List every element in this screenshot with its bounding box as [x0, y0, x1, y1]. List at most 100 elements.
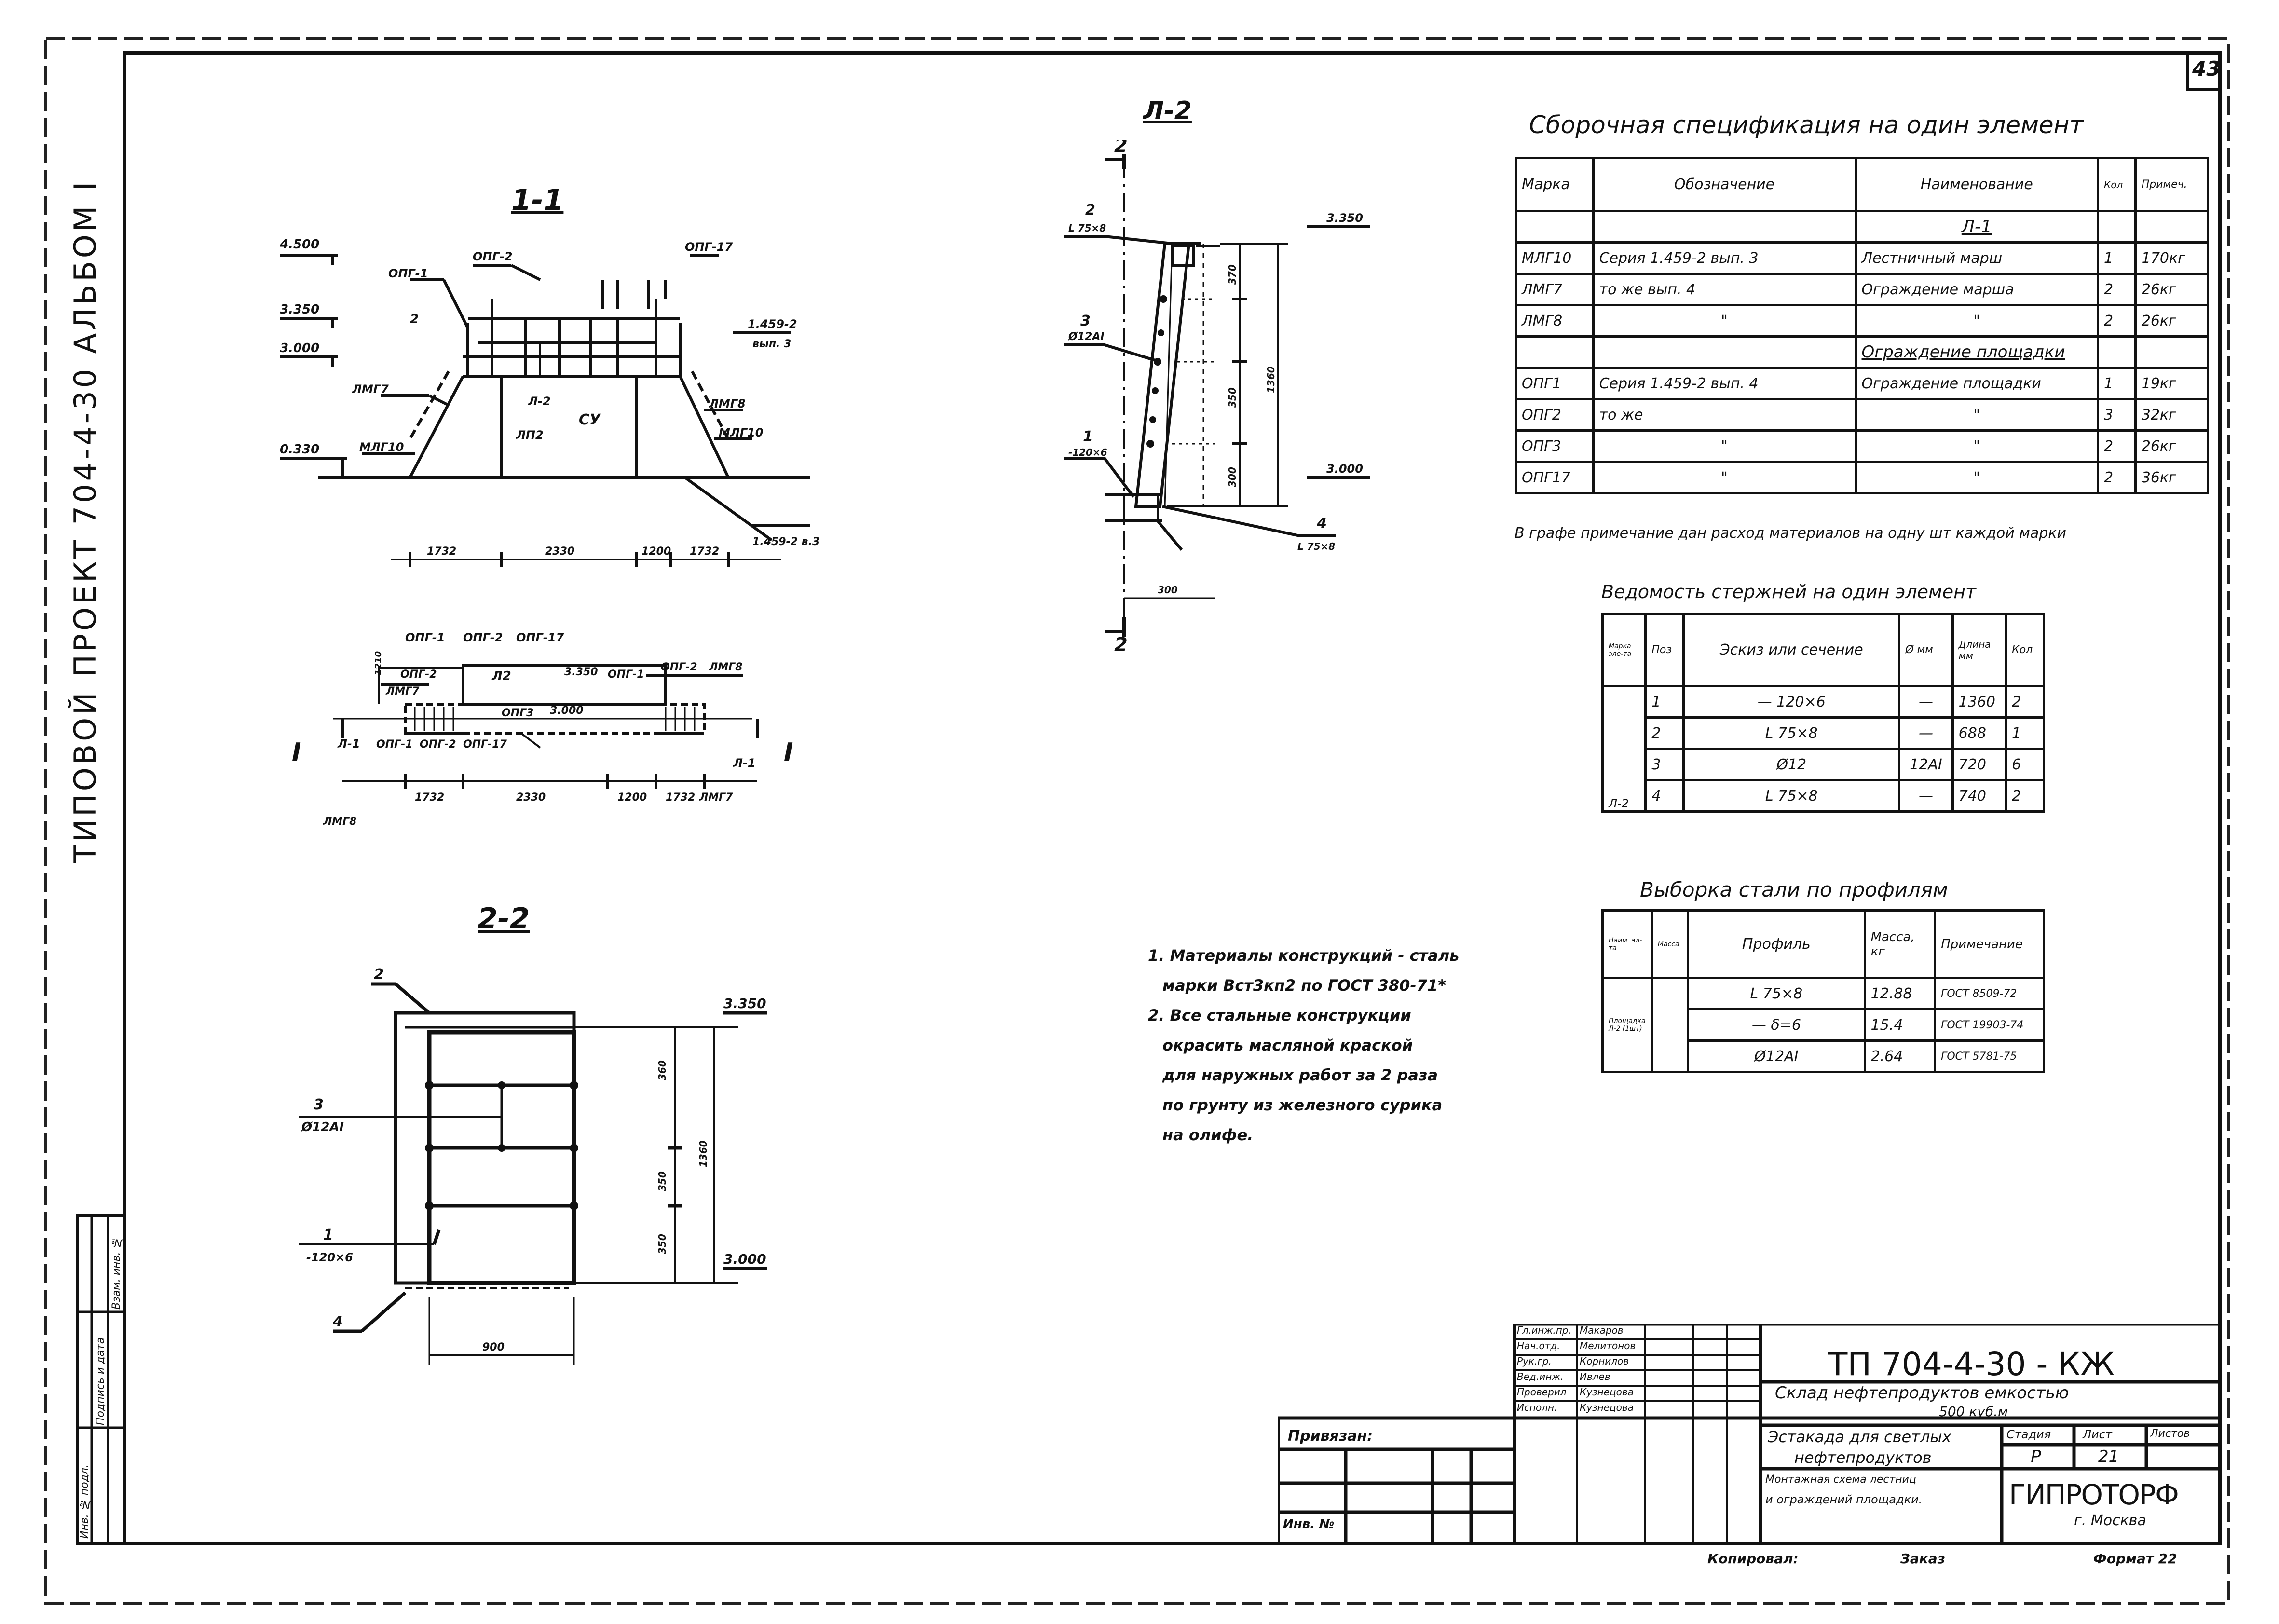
- s11-ser-b: вып. 3: [752, 338, 791, 350]
- sheet-number: 43: [2192, 57, 2221, 81]
- table-row: ЛМГ8" "2 26кг: [1515, 304, 2210, 338]
- tb-signer-1: Гл.инж.пр.: [1517, 1324, 1571, 1336]
- th-note: Примеч.: [2134, 157, 2210, 212]
- plan-drawing: ОПГ-1 ОПГ-2 ОПГ-17 ОПГ-2 ЛМГ7 Л2 3.350 О…: [323, 631, 759, 828]
- stamp-inv-label: Инв. № подл.: [79, 1464, 91, 1539]
- note-line: на олифе.: [1162, 1126, 1254, 1144]
- table-row: Марка эле-та Поз Эскиз или сечение Ø мм …: [1601, 613, 2045, 687]
- plan-opg1: ОПГ-1: [405, 631, 445, 644]
- tb-code: ТП 704-4-30 - КЖ: [1828, 1346, 2115, 1383]
- section-2-2-drawing: 2 3 Ø12АI 1 -120×6 4 3.350 3.000 360 350…: [299, 966, 767, 1365]
- note-line: для наружных работ за 2 раза: [1162, 1066, 1438, 1084]
- tb-signer-5: Проверил: [1517, 1386, 1567, 1398]
- sl2-p2s: L 75×8: [1068, 222, 1106, 234]
- plan-v1: 1210: [373, 651, 383, 675]
- s11-el-top: 4.500: [279, 237, 319, 252]
- tb-name-1: Макаров: [1580, 1324, 1624, 1336]
- tb-project-1: Склад нефтепродуктов емкостью: [1775, 1383, 2069, 1403]
- plan-d3: 1200: [617, 792, 647, 804]
- s11-el-b: 3.000: [280, 341, 319, 355]
- steel-title: Выборка стали по профилям: [1640, 878, 1948, 901]
- note-line: 2. Все стальные конструкции: [1148, 1006, 1411, 1024]
- table-row: — δ=6 15.4 ГОСТ 19903-74: [1603, 1008, 2045, 1042]
- sl2-d4: 1360: [1265, 366, 1277, 393]
- plan-opg17b: ОПГ-17: [463, 738, 507, 751]
- plan-opg1b: ОПГ-1: [608, 669, 644, 681]
- sl2-w: 300: [1158, 584, 1178, 596]
- tb-stage: Р: [2031, 1447, 2041, 1467]
- plan-d2: 2330: [516, 792, 546, 804]
- s11-mark2: 2: [410, 312, 419, 327]
- stamp-sign-label: Подпись и дата: [95, 1337, 107, 1425]
- s11-ser-a: 1.459-2: [748, 317, 797, 331]
- section-2-2-title: 2-2: [478, 902, 530, 936]
- tb-sheet-h: Лист: [2083, 1428, 2112, 1441]
- sl2-d3: 300: [1227, 467, 1238, 487]
- plan-lmp8b: ЛМГ8: [323, 816, 357, 828]
- plan-cut-left: I: [292, 738, 301, 767]
- sl2-p4s: L 75×8: [1297, 541, 1335, 552]
- tb-project-2: 500 куб.м: [1939, 1404, 2008, 1419]
- title-block-grid: [1278, 1324, 2222, 1545]
- s22-d4: 1360: [697, 1140, 709, 1167]
- s22-el-top: 3.350: [723, 996, 766, 1011]
- table-row: Л-1: [1515, 210, 2210, 244]
- s11-lmp10: МЛГ10: [359, 440, 404, 454]
- section-l2-drawing: 2 2 L 75×8 3 Ø12АI 1 -120×6 4 L 75×8 3.3…: [1064, 140, 1370, 656]
- s22-p3s: Ø12АI: [300, 1120, 344, 1134]
- sl2-el-bot: 3.000: [1326, 462, 1363, 476]
- plan-cut-right: I: [784, 738, 793, 767]
- tb-drawing-2: и ограждений площадки.: [1765, 1493, 1923, 1506]
- th-qty: Кол: [2097, 157, 2137, 212]
- s11-d1: 1732: [427, 546, 456, 558]
- table-row: Наим. эл-та Масса Профиль Масса, кг Прим…: [1601, 909, 2045, 979]
- assembly-spec-note: В графе примечание дан расход материалов…: [1515, 525, 2066, 542]
- plan-lmp7: ЛМГ7: [385, 685, 420, 697]
- table-row: Марка Обозначение Наименование Кол Приме…: [1515, 157, 2210, 212]
- tb-name-3: Корнилов: [1580, 1355, 1629, 1367]
- plan-l1b: Л-1: [733, 756, 756, 770]
- th-mark: Марка: [1515, 157, 1595, 212]
- tb-privyazan: Привязан:: [1288, 1428, 1373, 1445]
- tb-copied: Копировал:: [1707, 1551, 1799, 1567]
- tb-name-5: Кузнецова: [1580, 1386, 1634, 1398]
- plan-l1: Л-1: [337, 737, 360, 751]
- s11-opg2: ОПГ-2: [473, 250, 512, 263]
- plan-opg2: ОПГ-2: [463, 631, 503, 644]
- tb-object-1: Эстакада для светлых: [1768, 1428, 1951, 1446]
- s22-p3: 3: [314, 1096, 324, 1113]
- s11-opg17: ОПГ-17: [685, 240, 733, 254]
- stamp-replace-label: Взам. инв. №: [110, 1236, 123, 1310]
- tb-sheet: 21: [2098, 1447, 2119, 1466]
- side-title: ТИПОВОЙ ПРОЕКТ 704-4-30 АЛЬБОМ I: [68, 178, 103, 863]
- plan-lmp7b: ЛМГ7: [699, 792, 733, 804]
- sl2-p3s: Ø12АI: [1067, 331, 1105, 343]
- tb-object-2: нефтепродуктов: [1794, 1448, 1932, 1467]
- sl2-m2a: 2: [1114, 140, 1128, 157]
- group-l1: Л-1: [1854, 210, 2100, 244]
- s22-d2: 350: [656, 1171, 668, 1191]
- plan-opg3: ОПГ3: [502, 707, 533, 719]
- assembly-spec-table: Марка Обозначение Наименование Кол Приме…: [1515, 157, 2210, 494]
- sl2-d2: 350: [1227, 387, 1238, 408]
- s22-p1: 1: [323, 1227, 333, 1243]
- tb-name-6: Кузнецова: [1580, 1402, 1634, 1413]
- plan-d4: 1732: [666, 792, 695, 804]
- plan-opg17: ОПГ-17: [516, 631, 564, 644]
- s11-cu: СУ: [579, 411, 601, 428]
- bars-title: Ведомость стержней на один элемент: [1601, 581, 1977, 602]
- sl2-p1: 1: [1083, 428, 1093, 445]
- plan-el2: 3.000: [550, 705, 584, 717]
- sl2-d1: 370: [1227, 264, 1238, 285]
- steel-table: Наим. эл-та Масса Профиль Масса, кг Прим…: [1601, 909, 2045, 1073]
- plan-l2: Л2: [491, 669, 511, 683]
- sl2-p1s: -120×6: [1068, 447, 1107, 458]
- tb-stage-h: Стадия: [2006, 1428, 2051, 1441]
- s11-n2: ЛП2: [516, 428, 544, 442]
- plan-opg2d: ОПГ-2: [420, 738, 456, 751]
